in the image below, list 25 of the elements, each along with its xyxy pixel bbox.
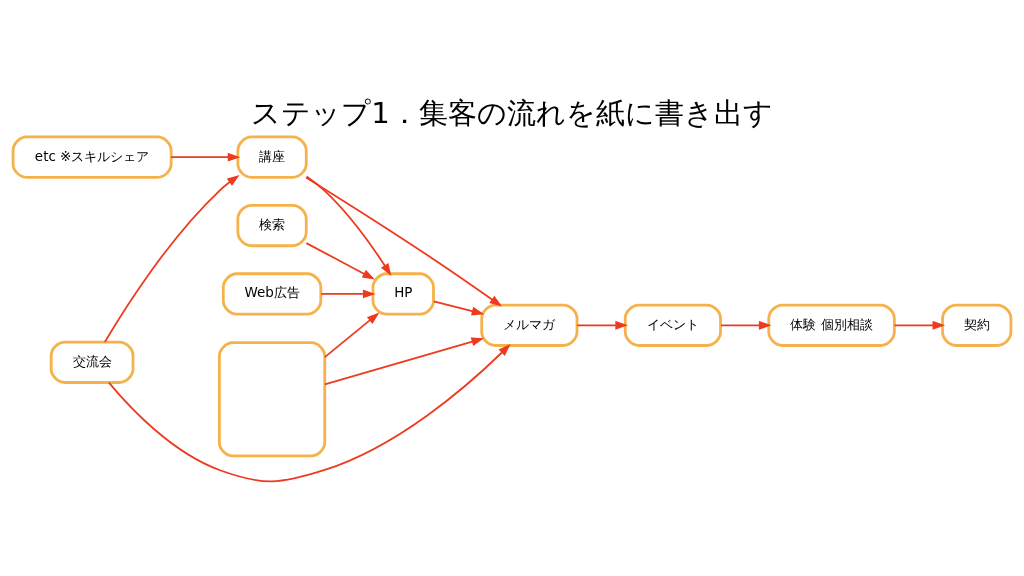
- node-box: Web広告: [221, 271, 323, 316]
- arrow: [576, 320, 628, 330]
- diagram-title: ステップ1．集客の流れを紙に書き出す: [251, 95, 773, 130]
- node-box: イベント: [623, 303, 722, 347]
- arrow: [893, 320, 946, 330]
- node-box: 交流会: [49, 340, 135, 384]
- arrow: [108, 343, 511, 482]
- arrow: [305, 175, 392, 276]
- arrow: [103, 174, 240, 343]
- node-box: メルマガ: [480, 303, 579, 347]
- arrow: [720, 320, 772, 330]
- node-box: HP: [371, 271, 435, 316]
- arrow: [320, 289, 376, 298]
- arrow: [305, 241, 375, 280]
- node-box: 検索: [236, 203, 308, 247]
- arrow: [305, 176, 503, 307]
- arrow: [324, 312, 380, 358]
- node-box: 体験 個別相談: [767, 303, 896, 347]
- node-box: [217, 340, 327, 457]
- arrow: [323, 336, 485, 385]
- arrow: [170, 152, 241, 162]
- node-box: 講座: [236, 135, 308, 179]
- node-box: 契約: [941, 303, 1013, 347]
- node-box: etc ※スキルシェア: [11, 135, 173, 179]
- arrow: [432, 300, 485, 315]
